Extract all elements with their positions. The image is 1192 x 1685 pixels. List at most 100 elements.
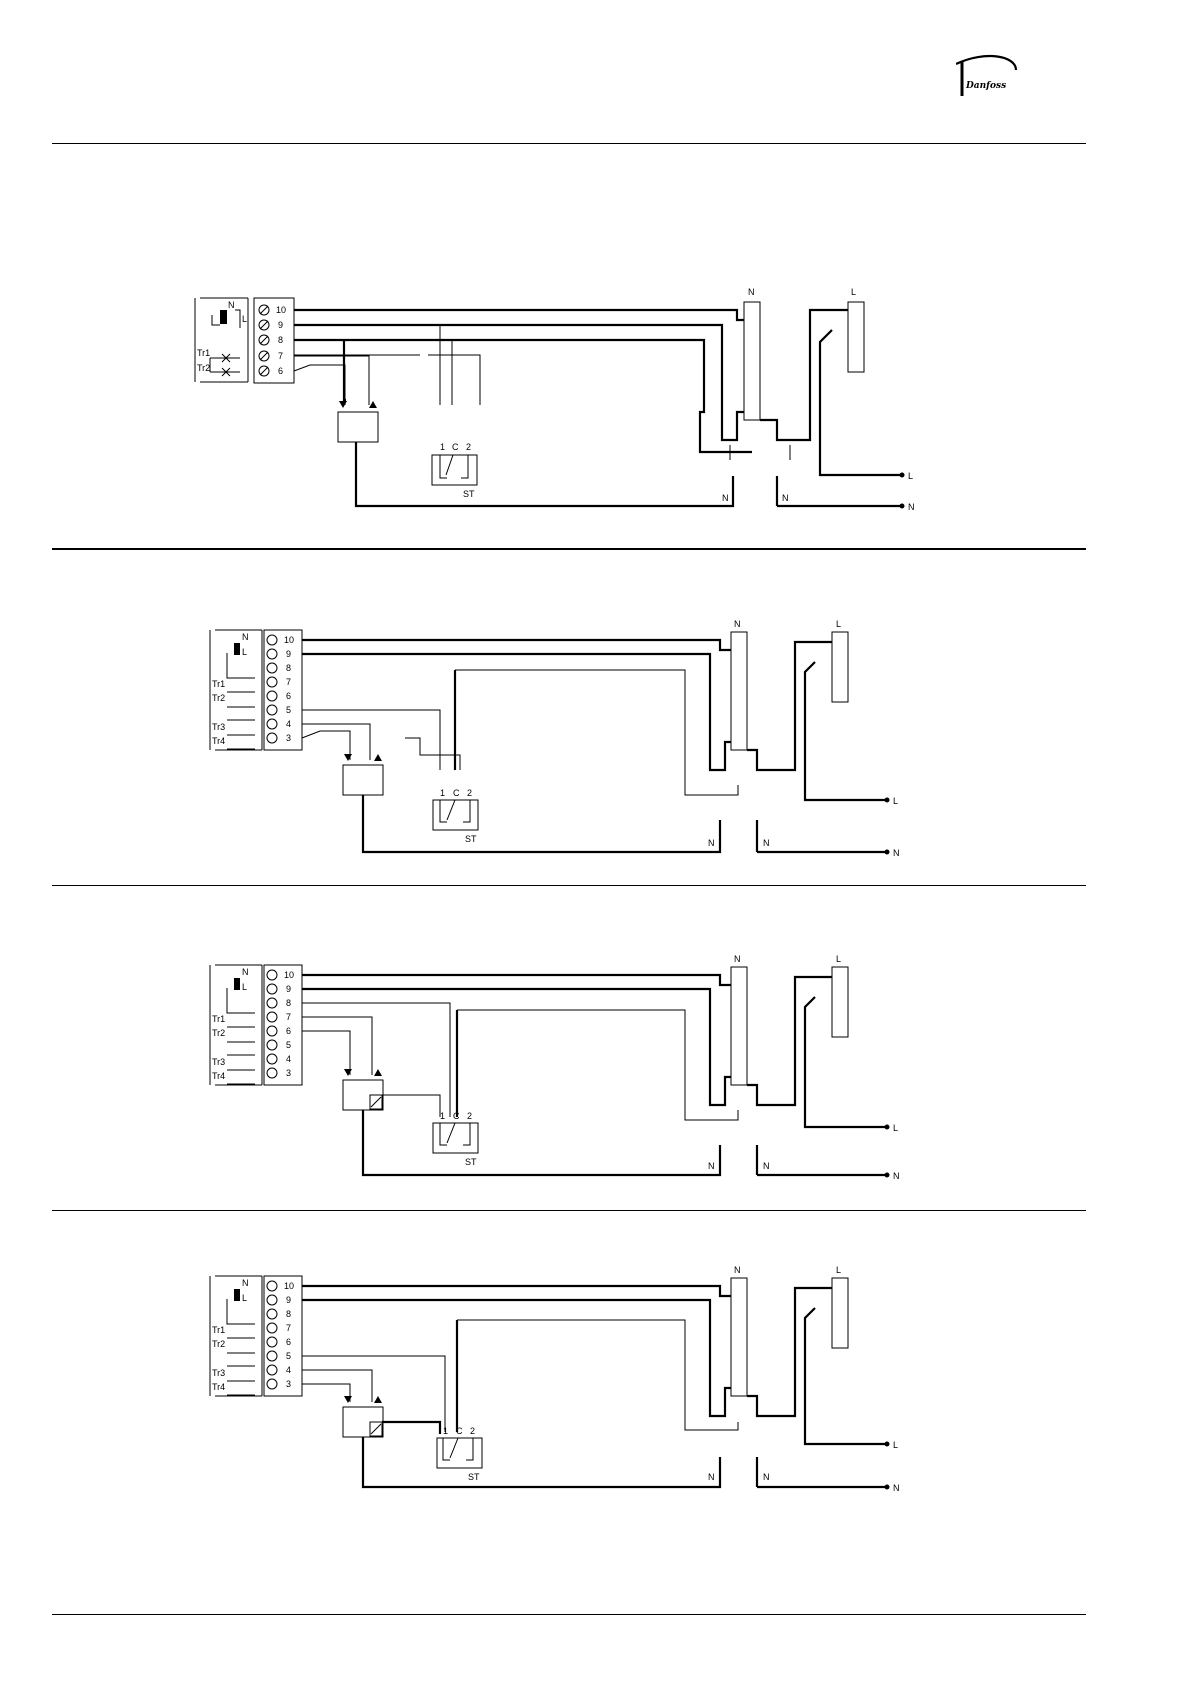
transformer-core xyxy=(234,1289,240,1301)
wiring-diagram-4: N L Tr1 Tr2 Tr3 Tr4 10 9 8 7 6 5 4 3 1 C… xyxy=(0,1262,1192,1492)
live-bus-bar xyxy=(832,1278,848,1348)
live-bus-bar xyxy=(832,967,848,1037)
svg-text:3: 3 xyxy=(286,1068,291,1078)
wire-terminal-9 xyxy=(302,654,734,770)
supply-l-label: L xyxy=(893,1123,898,1133)
triac-leads xyxy=(227,653,255,749)
wire-terminal-9 xyxy=(302,1300,734,1416)
svg-text:Tr3: Tr3 xyxy=(212,722,225,732)
svg-text:Tr3: Tr3 xyxy=(212,1368,225,1378)
neutral-tag-2: N xyxy=(782,493,789,503)
supply-n-terminal xyxy=(900,504,905,509)
svg-text:L: L xyxy=(242,982,247,992)
svg-text:8: 8 xyxy=(286,998,291,1008)
svg-text:4: 4 xyxy=(286,1054,291,1064)
neutral-bus-bar xyxy=(731,1278,747,1396)
svg-text:Tr1: Tr1 xyxy=(212,1014,225,1024)
header-rule xyxy=(52,143,1086,144)
neutral-tag: N xyxy=(722,493,729,503)
switch-label: ST xyxy=(465,1157,477,1167)
svg-text:Tr2: Tr2 xyxy=(212,693,225,703)
svg-text:Tr3: Tr3 xyxy=(212,1057,225,1067)
svg-text:N: N xyxy=(242,967,249,977)
wiring-diagram-1: N L Tr1 Tr2 10 9 8 7 6 1 C 2 ST N N xyxy=(0,270,1192,540)
transformer-core xyxy=(234,643,240,655)
terminal-block-left xyxy=(254,298,294,383)
svg-text:7: 7 xyxy=(286,1323,291,1333)
sensor-arrows xyxy=(339,401,377,408)
supply-n-terminal xyxy=(885,850,890,855)
svg-text:2: 2 xyxy=(466,442,471,452)
svg-text:N: N xyxy=(242,632,249,642)
side-labels: N L Tr1 Tr2 Tr3 Tr4 xyxy=(212,1278,249,1392)
svg-text:9: 9 xyxy=(286,1295,291,1305)
supply-l-label: L xyxy=(893,1440,898,1450)
wire-terminals-5-3 xyxy=(302,710,440,770)
triac-leads xyxy=(227,988,255,1084)
svg-text:10: 10 xyxy=(284,970,294,980)
svg-text:1: 1 xyxy=(440,442,445,452)
wire-switch xyxy=(457,1320,738,1430)
wiring-diagram-3: N L Tr1 Tr2 Tr3 Tr4 10 9 8 7 6 5 4 3 1 C… xyxy=(0,945,1192,1205)
switch-pins: 1 C 2 xyxy=(443,1426,475,1436)
wire-terminal-10 xyxy=(294,310,750,320)
svg-text:Tr4: Tr4 xyxy=(212,1382,225,1392)
wire-terminal-10 xyxy=(302,975,734,985)
svg-text:3: 3 xyxy=(286,733,291,743)
svg-text:N: N xyxy=(242,1278,249,1288)
svg-text:5: 5 xyxy=(286,1351,291,1361)
supply-n-terminal xyxy=(885,1485,890,1490)
danfoss-logo: Danfoss xyxy=(956,50,1086,102)
supply-l-terminal xyxy=(885,1442,890,1447)
supply-l-label: L xyxy=(908,471,913,481)
svg-text:5: 5 xyxy=(286,705,291,715)
neutral-bus-label: N xyxy=(734,619,741,629)
svg-text:L: L xyxy=(242,1293,247,1303)
svg-text:C: C xyxy=(452,442,459,452)
wire-switch xyxy=(457,1010,738,1120)
sensor-box xyxy=(343,765,383,795)
svg-text:L: L xyxy=(242,647,247,657)
live-feed xyxy=(747,977,885,1127)
svg-text:2: 2 xyxy=(467,1111,472,1121)
supply-n-terminal xyxy=(885,1173,890,1178)
supply-l-label: L xyxy=(893,796,898,806)
wire-terminal-10 xyxy=(302,640,734,650)
section-divider-3 xyxy=(52,1210,1086,1211)
svg-text:8: 8 xyxy=(286,1309,291,1319)
svg-text:L: L xyxy=(242,314,247,324)
svg-text:Tr4: Tr4 xyxy=(212,736,225,746)
svg-text:1: 1 xyxy=(440,788,445,798)
live-bus-label: L xyxy=(836,954,841,964)
svg-text:Tr1: Tr1 xyxy=(212,679,225,689)
svg-text:2: 2 xyxy=(467,788,472,798)
svg-text:6: 6 xyxy=(286,691,291,701)
switch-label: ST xyxy=(463,489,475,499)
neutral-bus-bar xyxy=(731,632,747,750)
neutral-bus-bar xyxy=(744,302,760,420)
svg-text:Tr1: Tr1 xyxy=(212,1325,225,1335)
supply-n-label: N xyxy=(893,848,900,858)
transformer-core xyxy=(234,978,240,990)
svg-text:3: 3 xyxy=(286,1379,291,1389)
svg-text:10: 10 xyxy=(284,635,294,645)
side-labels: N L Tr1 Tr2 Tr3 Tr4 xyxy=(212,632,249,746)
transformer-core xyxy=(220,310,227,324)
supply-n-label: N xyxy=(893,1483,900,1492)
logo-text: Danfoss xyxy=(965,81,1006,91)
live-feed xyxy=(747,642,885,800)
live-bus-label: L xyxy=(836,1265,841,1275)
switch-pins: 1 C 2 xyxy=(440,788,472,798)
svg-text:Tr2: Tr2 xyxy=(212,1339,225,1349)
neutral-tag: N xyxy=(708,1161,715,1171)
supply-l-terminal xyxy=(900,473,905,478)
switch-pins: 1 C 2 xyxy=(440,1111,472,1121)
neutral-tag: N xyxy=(708,838,715,848)
terminal-block-left xyxy=(264,630,302,750)
neutral-bus-bar xyxy=(731,967,747,1085)
live-bus-bar xyxy=(848,302,864,372)
neutral-tag-2: N xyxy=(763,1161,770,1171)
live-bus-bar xyxy=(832,632,848,702)
neutral-tag-2: N xyxy=(763,1472,770,1482)
switch-st xyxy=(432,455,477,485)
